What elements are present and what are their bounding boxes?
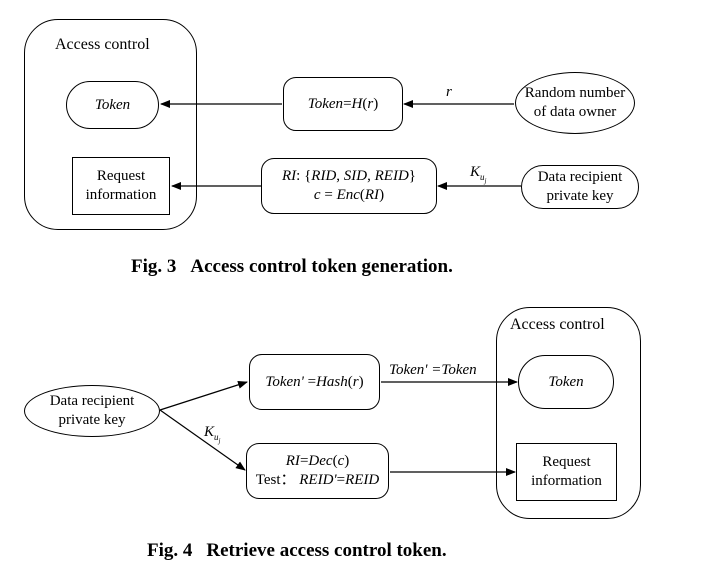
fig3-enc-arg: RI <box>364 187 380 203</box>
fig3-hash-node: Token=H(r) <box>283 77 403 131</box>
fig4-key-line1: Data recipient <box>49 393 135 409</box>
fig4-hash-token: Token' <box>265 373 304 390</box>
fig3-enc-comma2: , <box>367 168 375 184</box>
fig4-dec-reid: REID <box>345 472 380 488</box>
fig3-enc-sep: : { <box>296 168 312 184</box>
fig4-request-line1: Request <box>542 454 591 470</box>
fig3-key-line2: private key <box>546 188 614 204</box>
fig3-access-control-title: Access control <box>55 36 150 53</box>
fig4-hash-formula: Token' =Hash(r) <box>265 373 364 390</box>
fig3-enc-rid: RID <box>311 168 337 184</box>
fig4-private-key-node: Data recipient private key <box>24 385 160 437</box>
fig4-access-control-title: Access control <box>510 316 605 333</box>
fig4-hash-arg: r <box>352 373 359 390</box>
fig4-dec-reid-prime: REID' <box>299 472 337 488</box>
fig3-random-number-node: Random number of data owner <box>515 72 635 134</box>
fig3-private-key-node: Data recipient private key <box>521 165 639 209</box>
fig3-enc-ri: RI <box>282 168 297 184</box>
fig3-token-node: Token <box>66 81 159 129</box>
fig3-label-k: Kuj <box>470 164 486 185</box>
fig4-token-label: Token <box>548 373 584 390</box>
fig3-hash-fn: H <box>351 95 363 112</box>
fig4-dec-line2: Test： REID'=REID <box>256 471 380 490</box>
fig3-k-sub: u <box>480 172 485 182</box>
fig4-k-sub: u <box>214 432 219 442</box>
fig3-hash-arg: r <box>367 95 374 112</box>
fig3-token-label: Token <box>94 96 131 113</box>
fig4-hash-eq: = <box>303 373 317 390</box>
fig4-caption: Fig. 4 Retrieve access control token. <box>147 540 447 562</box>
fig3-caption-text: Access control token generation. <box>190 256 453 277</box>
fig4-k-subsub: j <box>218 436 221 445</box>
fig4-k-base: K <box>204 424 215 440</box>
fig3-request-line1: Request <box>96 168 146 184</box>
fig3-enc-reid: REID <box>374 168 409 184</box>
fig3-random-line1: Random number <box>524 85 626 101</box>
fig4-dec-eq: = <box>299 453 309 469</box>
fig4-token-node: Token <box>518 355 614 409</box>
fig3-enc-c: c <box>313 187 321 203</box>
fig4-caption-number: Fig. 4 <box>147 540 193 561</box>
fig3-enc-line1: RI: {RID, SID, REID} <box>282 167 416 186</box>
fig4-dec-test: Test： <box>255 472 296 488</box>
fig3-enc-line2: c = Enc(RI) <box>313 187 385 203</box>
fig4-access-control-container <box>496 307 641 519</box>
fig3-caption-number: Fig. 3 <box>131 256 177 277</box>
fig4-dec-test-eq: = <box>336 472 346 488</box>
fig3-enc-node: RI: {RID, SID, REID} c = Enc(RI) <box>261 158 437 214</box>
fig3-caption: Fig. 3 Access control token generation. <box>131 256 453 278</box>
fig3-key-line1: Data recipient <box>537 169 623 185</box>
arrow-key-to-dec <box>159 409 246 471</box>
fig4-dec-arg: c <box>337 453 345 469</box>
fig4-hash-fn: Hash <box>316 373 348 390</box>
fig3-hash-eq: = <box>343 95 352 112</box>
fig3-request-info-node: Request information <box>72 157 170 215</box>
fig4-label-k: Kuj <box>204 424 220 445</box>
fig3-enc-comma1: , <box>336 168 344 184</box>
fig3-enc-sid: SID <box>343 168 368 184</box>
fig3-hash-token: Token <box>307 95 344 112</box>
fig4-request-info-node: Request information <box>516 443 617 501</box>
fig4-edge-label-token-equal: Token' =Token <box>389 362 477 378</box>
fig3-enc-close: } <box>408 168 416 184</box>
fig3-access-control-container <box>24 19 197 230</box>
fig4-dec-node: RI=Dec(c) Test： REID'=REID <box>246 443 389 499</box>
fig3-request-line2: information <box>85 187 157 203</box>
fig4-caption-text: Retrieve access control token. <box>206 540 447 561</box>
fig4-dec-line1: RI=Dec(c) <box>285 453 350 469</box>
fig3-enc-fn: Enc <box>336 187 360 203</box>
fig3-enc-eq: = <box>320 187 337 203</box>
fig3-k-base: K <box>470 164 481 180</box>
arrow-key-to-hash <box>159 380 248 411</box>
fig4-request-line2: information <box>531 473 602 489</box>
fig3-hash-formula: Token=H(r) <box>307 95 379 112</box>
fig4-dec-ri: RI <box>285 453 300 469</box>
fig3-random-line2: of data owner <box>533 104 617 120</box>
fig4-hash-node: Token' =Hash(r) <box>249 354 380 410</box>
fig4-key-line2: private key <box>58 412 126 428</box>
fig4-dec-fn: Dec <box>308 453 333 469</box>
fig3-label-r: r <box>446 84 452 100</box>
fig3-k-subsub: j <box>484 176 487 185</box>
